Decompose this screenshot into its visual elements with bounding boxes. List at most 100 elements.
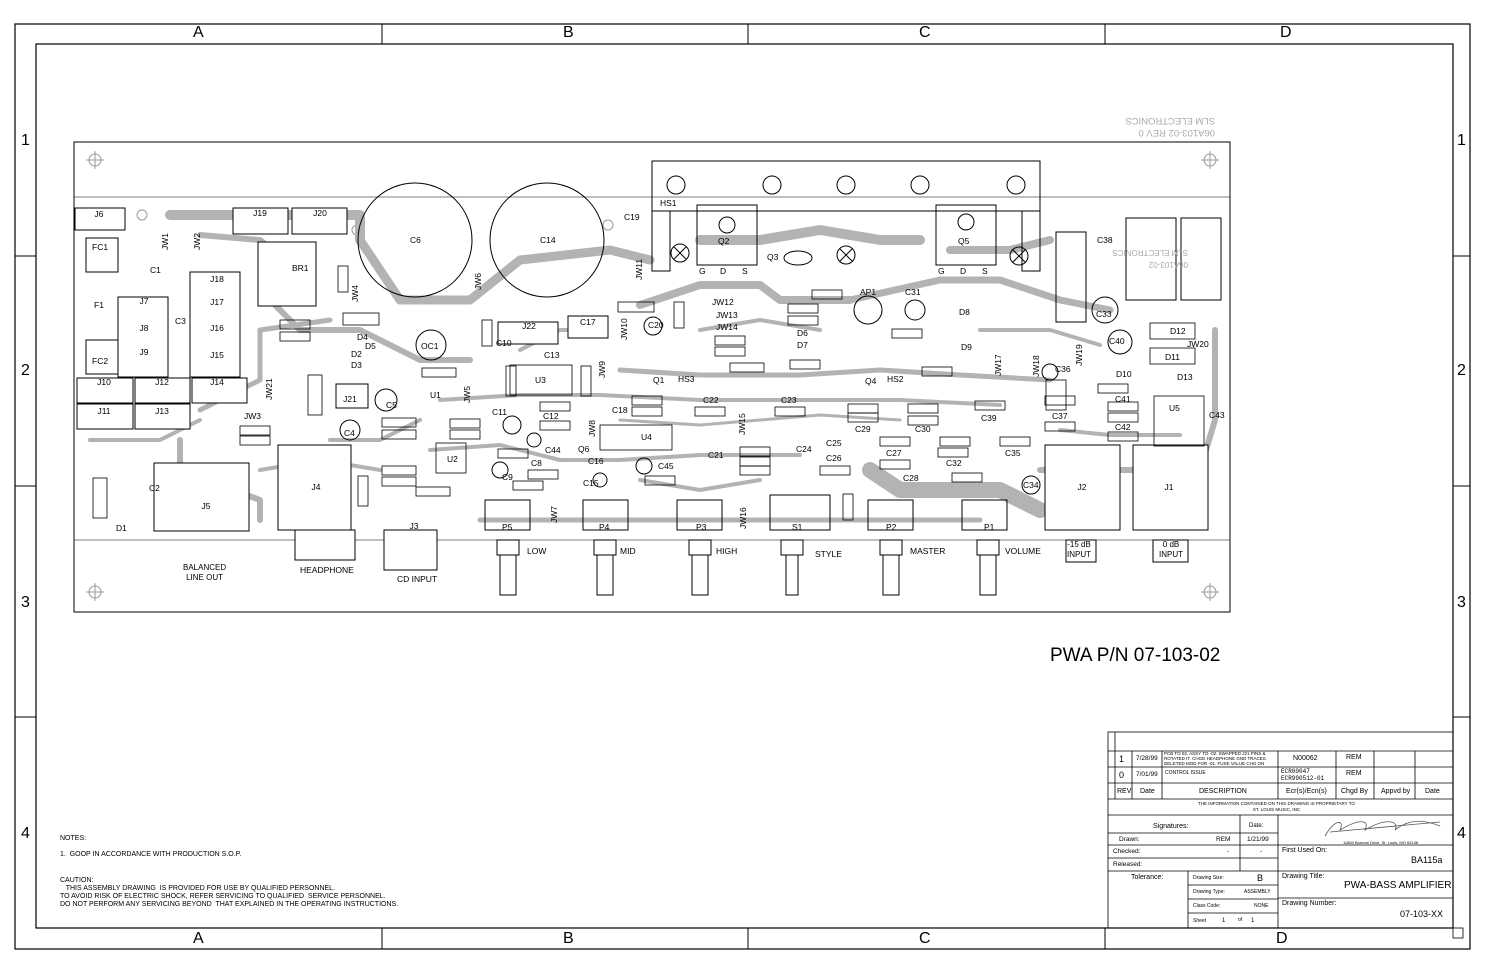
label-j15: J15 — [210, 350, 224, 360]
label-d3: D3 — [351, 360, 362, 370]
rev-1-number: 1 — [1119, 754, 1125, 764]
label-j6: J6 — [95, 209, 104, 219]
label-br1: BR1 — [292, 263, 309, 273]
label-headphone: HEADPHONE — [300, 565, 354, 575]
rev-1-chgd-by: REM — [1346, 754, 1362, 761]
label-jw15: JW15 — [737, 413, 747, 435]
drawing-number-label: Drawing Number: — [1282, 900, 1337, 907]
zone-col-c-top: C — [919, 24, 931, 41]
label-u1: U1 — [430, 390, 441, 400]
drawing-number: 07-103-XX — [1400, 909, 1444, 919]
label-cd-input: CD INPUT — [397, 574, 437, 584]
zone-col-a-top: A — [193, 24, 204, 41]
label-c45: C45 — [658, 461, 674, 471]
zone-col-a-bottom: A — [193, 930, 204, 947]
label-0db-input: 0 dB INPUT — [1159, 540, 1183, 559]
label-c37: C37 — [1052, 411, 1068, 421]
caution-block: CAUTION: THIS ASSEMBLY DRAWING IS PROVID… — [60, 877, 398, 909]
drawn-by: REM — [1216, 836, 1231, 843]
label-jw5: JW5 — [462, 386, 472, 403]
label-c1: C1 — [150, 265, 161, 275]
drawing-size-label: Drawing Size: — [1193, 875, 1224, 881]
label-fc1: FC1 — [92, 242, 108, 252]
label-c11: C11 — [492, 407, 507, 417]
label-s-q2: S — [742, 266, 748, 276]
label-p1: P1 — [984, 522, 995, 532]
rev-0-chgd-by: REM — [1346, 770, 1362, 777]
caution-line-1: THIS ASSEMBLY DRAWING IS PROVIDED FOR US… — [60, 885, 336, 892]
label-c23: C23 — [781, 395, 797, 405]
rev-header-appvd-by: Appvd by — [1381, 788, 1411, 795]
label-hs1: HS1 — [660, 198, 677, 208]
released-label: Released: — [1113, 861, 1143, 868]
label-p3: P3 — [696, 522, 707, 532]
label-jw4: JW4 — [350, 285, 360, 302]
pwa-part-number: PWA P/N 07-103-02 — [1050, 645, 1221, 666]
label-style: STYLE — [815, 549, 842, 559]
label-fc2: FC2 — [92, 356, 108, 366]
label-d8: D8 — [959, 307, 970, 317]
label-j21: J21 — [343, 394, 357, 404]
label-jw21: JW21 — [264, 378, 274, 400]
label-q1: Q1 — [653, 375, 665, 385]
caution-line-2: TO AVOID RISK OF ELECTRIC SHOCK, REFER S… — [60, 893, 386, 900]
zone-col-b-bottom: B — [563, 930, 574, 947]
pcb-board — [73, 141, 1231, 613]
label-c28: C28 — [903, 473, 919, 483]
label-c16: C16 — [588, 456, 604, 466]
label-g-q2: G — [699, 266, 706, 276]
label-jw1: JW1 — [160, 233, 170, 250]
label-c10: C10 — [496, 338, 512, 348]
label-mid: MID — [620, 546, 636, 556]
label-c2: C2 — [149, 483, 160, 493]
label-jw6: JW6 — [473, 273, 483, 290]
label-j1: J1 — [1165, 482, 1174, 492]
drawing-size: B — [1257, 873, 1264, 883]
zone-row-1-left: 1 — [21, 132, 30, 149]
label-d7: D7 — [797, 340, 808, 350]
label-j13: J13 — [155, 406, 169, 416]
label-j7: J7 — [140, 296, 149, 306]
rev-header-date: Date — [1140, 788, 1155, 795]
label-u3: U3 — [535, 375, 546, 385]
drawn-date: 1/21/99 — [1247, 836, 1269, 843]
label-j3: J3 — [410, 521, 419, 531]
label-jw18: JW18 — [1031, 355, 1041, 377]
drawing-title-label: Drawing Title: — [1282, 873, 1325, 880]
label-hs2: HS2 — [887, 374, 904, 384]
silk-board-small: 06A103-02 — [1148, 260, 1188, 269]
label-d9: D9 — [961, 342, 972, 352]
label-d1: D1 — [116, 523, 127, 533]
label-c22: C22 — [703, 395, 719, 405]
label-j12: J12 — [155, 377, 169, 387]
zone-col-d-top: D — [1280, 24, 1292, 41]
sheet-of: of — [1238, 917, 1243, 923]
label-d-q5: D — [960, 266, 966, 276]
rev-header-chgd-by: Chgd By — [1341, 788, 1368, 795]
label-jw20: JW20 — [1187, 339, 1209, 349]
label-c26: C26 — [826, 453, 842, 463]
label-jw9: JW9 — [597, 361, 607, 378]
sheet-number: 1 — [1222, 918, 1226, 924]
sheet-label: Sheet — [1193, 918, 1207, 924]
label-q2: Q2 — [718, 236, 730, 246]
label-c14: C14 — [540, 235, 556, 245]
sheet-total: 1 — [1251, 918, 1255, 924]
rev-0-number: 0 — [1119, 770, 1125, 780]
label-j2: J2 — [1078, 482, 1087, 492]
proprietary-notice: THE INFORMATION CONTAINED ON THIS DRAWIN… — [1198, 801, 1355, 812]
first-used-value: BA115a — [1411, 855, 1443, 865]
label-f1: F1 — [94, 300, 104, 310]
label-d12: D12 — [1170, 326, 1186, 336]
label-j20: J20 — [313, 208, 327, 218]
zone-row-2-right: 2 — [1457, 362, 1466, 379]
first-used-label: First Used On: — [1282, 847, 1328, 854]
label-jw11: JW11 — [634, 259, 644, 280]
label-c12: C12 — [543, 411, 559, 421]
component-labels: J6 J19 J20 J18 J17 J16 J15 J14 J7 J8 J9 … — [92, 198, 1225, 584]
zone-row-3-right: 3 — [1457, 594, 1466, 611]
label-d4: D4 — [357, 332, 368, 342]
label-jw14: JW14 — [716, 322, 738, 332]
label-j5: J5 — [202, 501, 211, 511]
tolerance-label: Tolerance: — [1131, 874, 1164, 881]
